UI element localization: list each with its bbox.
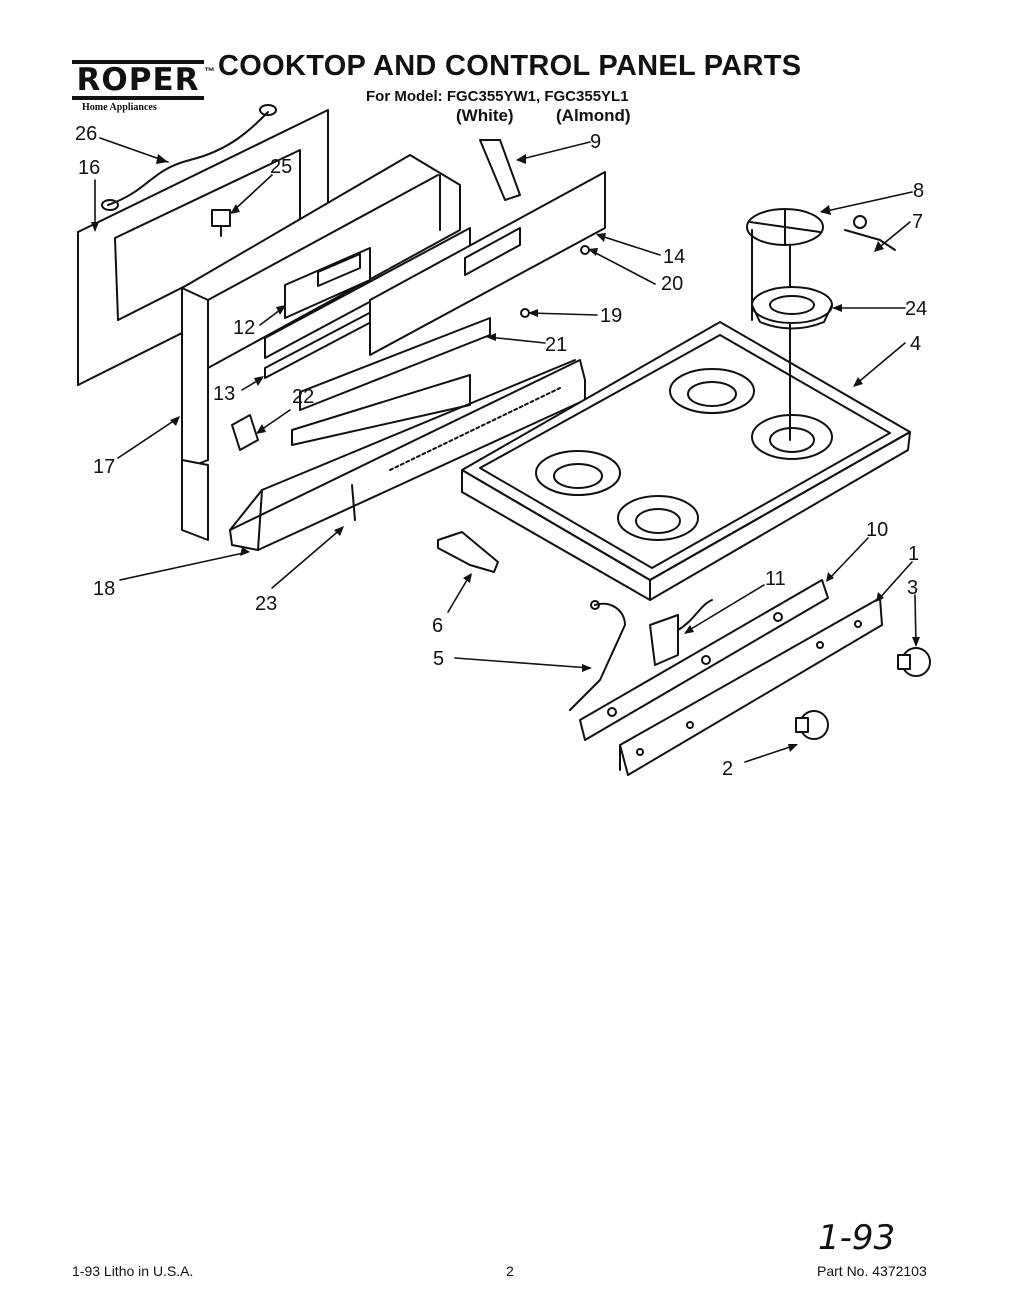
brand-subtitle: Home Appliances	[82, 102, 157, 113]
callout-20: 20	[661, 273, 683, 295]
callout-2: 2	[722, 758, 733, 780]
part-22-bracket	[231, 414, 259, 451]
callout-13: 13	[213, 383, 235, 405]
part-9-bracket	[479, 139, 521, 201]
print-code: 1-93 Litho in U.S.A.	[72, 1263, 194, 1279]
color-almond-label: (Almond)	[556, 106, 631, 125]
part-1-control-bracket	[619, 597, 883, 776]
part-2-knob	[795, 710, 829, 740]
part-6-bracket	[437, 531, 499, 573]
part-4-cooktop	[461, 321, 911, 601]
callout-18: 18	[93, 578, 115, 600]
page-title: COOKTOP AND CONTROL PANEL PARTS	[218, 50, 802, 82]
roper-logo: ROPER ™ Home Appliances	[72, 60, 215, 113]
part-26-wire	[101, 104, 277, 211]
callout-7: 7	[912, 211, 923, 233]
part-12-clock	[284, 247, 371, 319]
callout-1: 1	[908, 543, 919, 565]
callout-5: 5	[433, 648, 444, 670]
callout-25: 25	[270, 156, 292, 178]
part-number: Part No. 4372103	[817, 1263, 927, 1279]
callout-21: 21	[545, 334, 567, 356]
trademark-mark: ™	[204, 66, 215, 78]
part-18-manifold-panel	[229, 359, 586, 551]
part-17-backguard	[181, 154, 461, 541]
callout-24: 24	[905, 298, 927, 320]
part-11-switch	[649, 599, 713, 666]
part-14-control-panel	[369, 171, 606, 356]
part-21-trim	[299, 317, 491, 411]
lower-trim	[291, 374, 471, 446]
part-7-igniter	[844, 215, 896, 251]
callout-9: 9	[590, 131, 601, 153]
part-25-clip	[211, 209, 231, 237]
part-3-knob	[897, 647, 931, 677]
arrow-heads	[91, 154, 920, 752]
color-white-label: (White)	[456, 106, 514, 125]
callout-14: 14	[663, 246, 685, 268]
callout-labels: 1 2 3 4 5 6 7 8 9 10 11 12 13 14 16 17 1…	[75, 123, 927, 780]
callout-19: 19	[600, 305, 622, 327]
brand-wordmark: ROPER	[72, 60, 204, 100]
callout-26: 26	[75, 123, 97, 145]
callout-16: 16	[78, 157, 100, 179]
callout-3: 3	[907, 577, 918, 599]
callout-12: 12	[233, 317, 255, 339]
page-number: 2	[506, 1263, 514, 1279]
leader-lines	[94, 137, 917, 763]
callout-6: 6	[432, 615, 443, 637]
callout-17: 17	[93, 456, 115, 478]
callout-10: 10	[866, 519, 888, 541]
callout-4: 4	[910, 333, 921, 355]
handwritten-date: 1-93	[818, 1218, 896, 1258]
part-5-wire	[569, 600, 626, 711]
callout-23: 23	[255, 593, 277, 615]
model-line: For Model: FGC355YW1, FGC355YL1	[366, 88, 629, 105]
callout-22: 22	[292, 386, 314, 408]
part-24-burner-bowl	[751, 286, 833, 330]
part-10-manifold	[579, 579, 829, 741]
callout-8: 8	[913, 180, 924, 202]
callout-11: 11	[765, 568, 786, 590]
